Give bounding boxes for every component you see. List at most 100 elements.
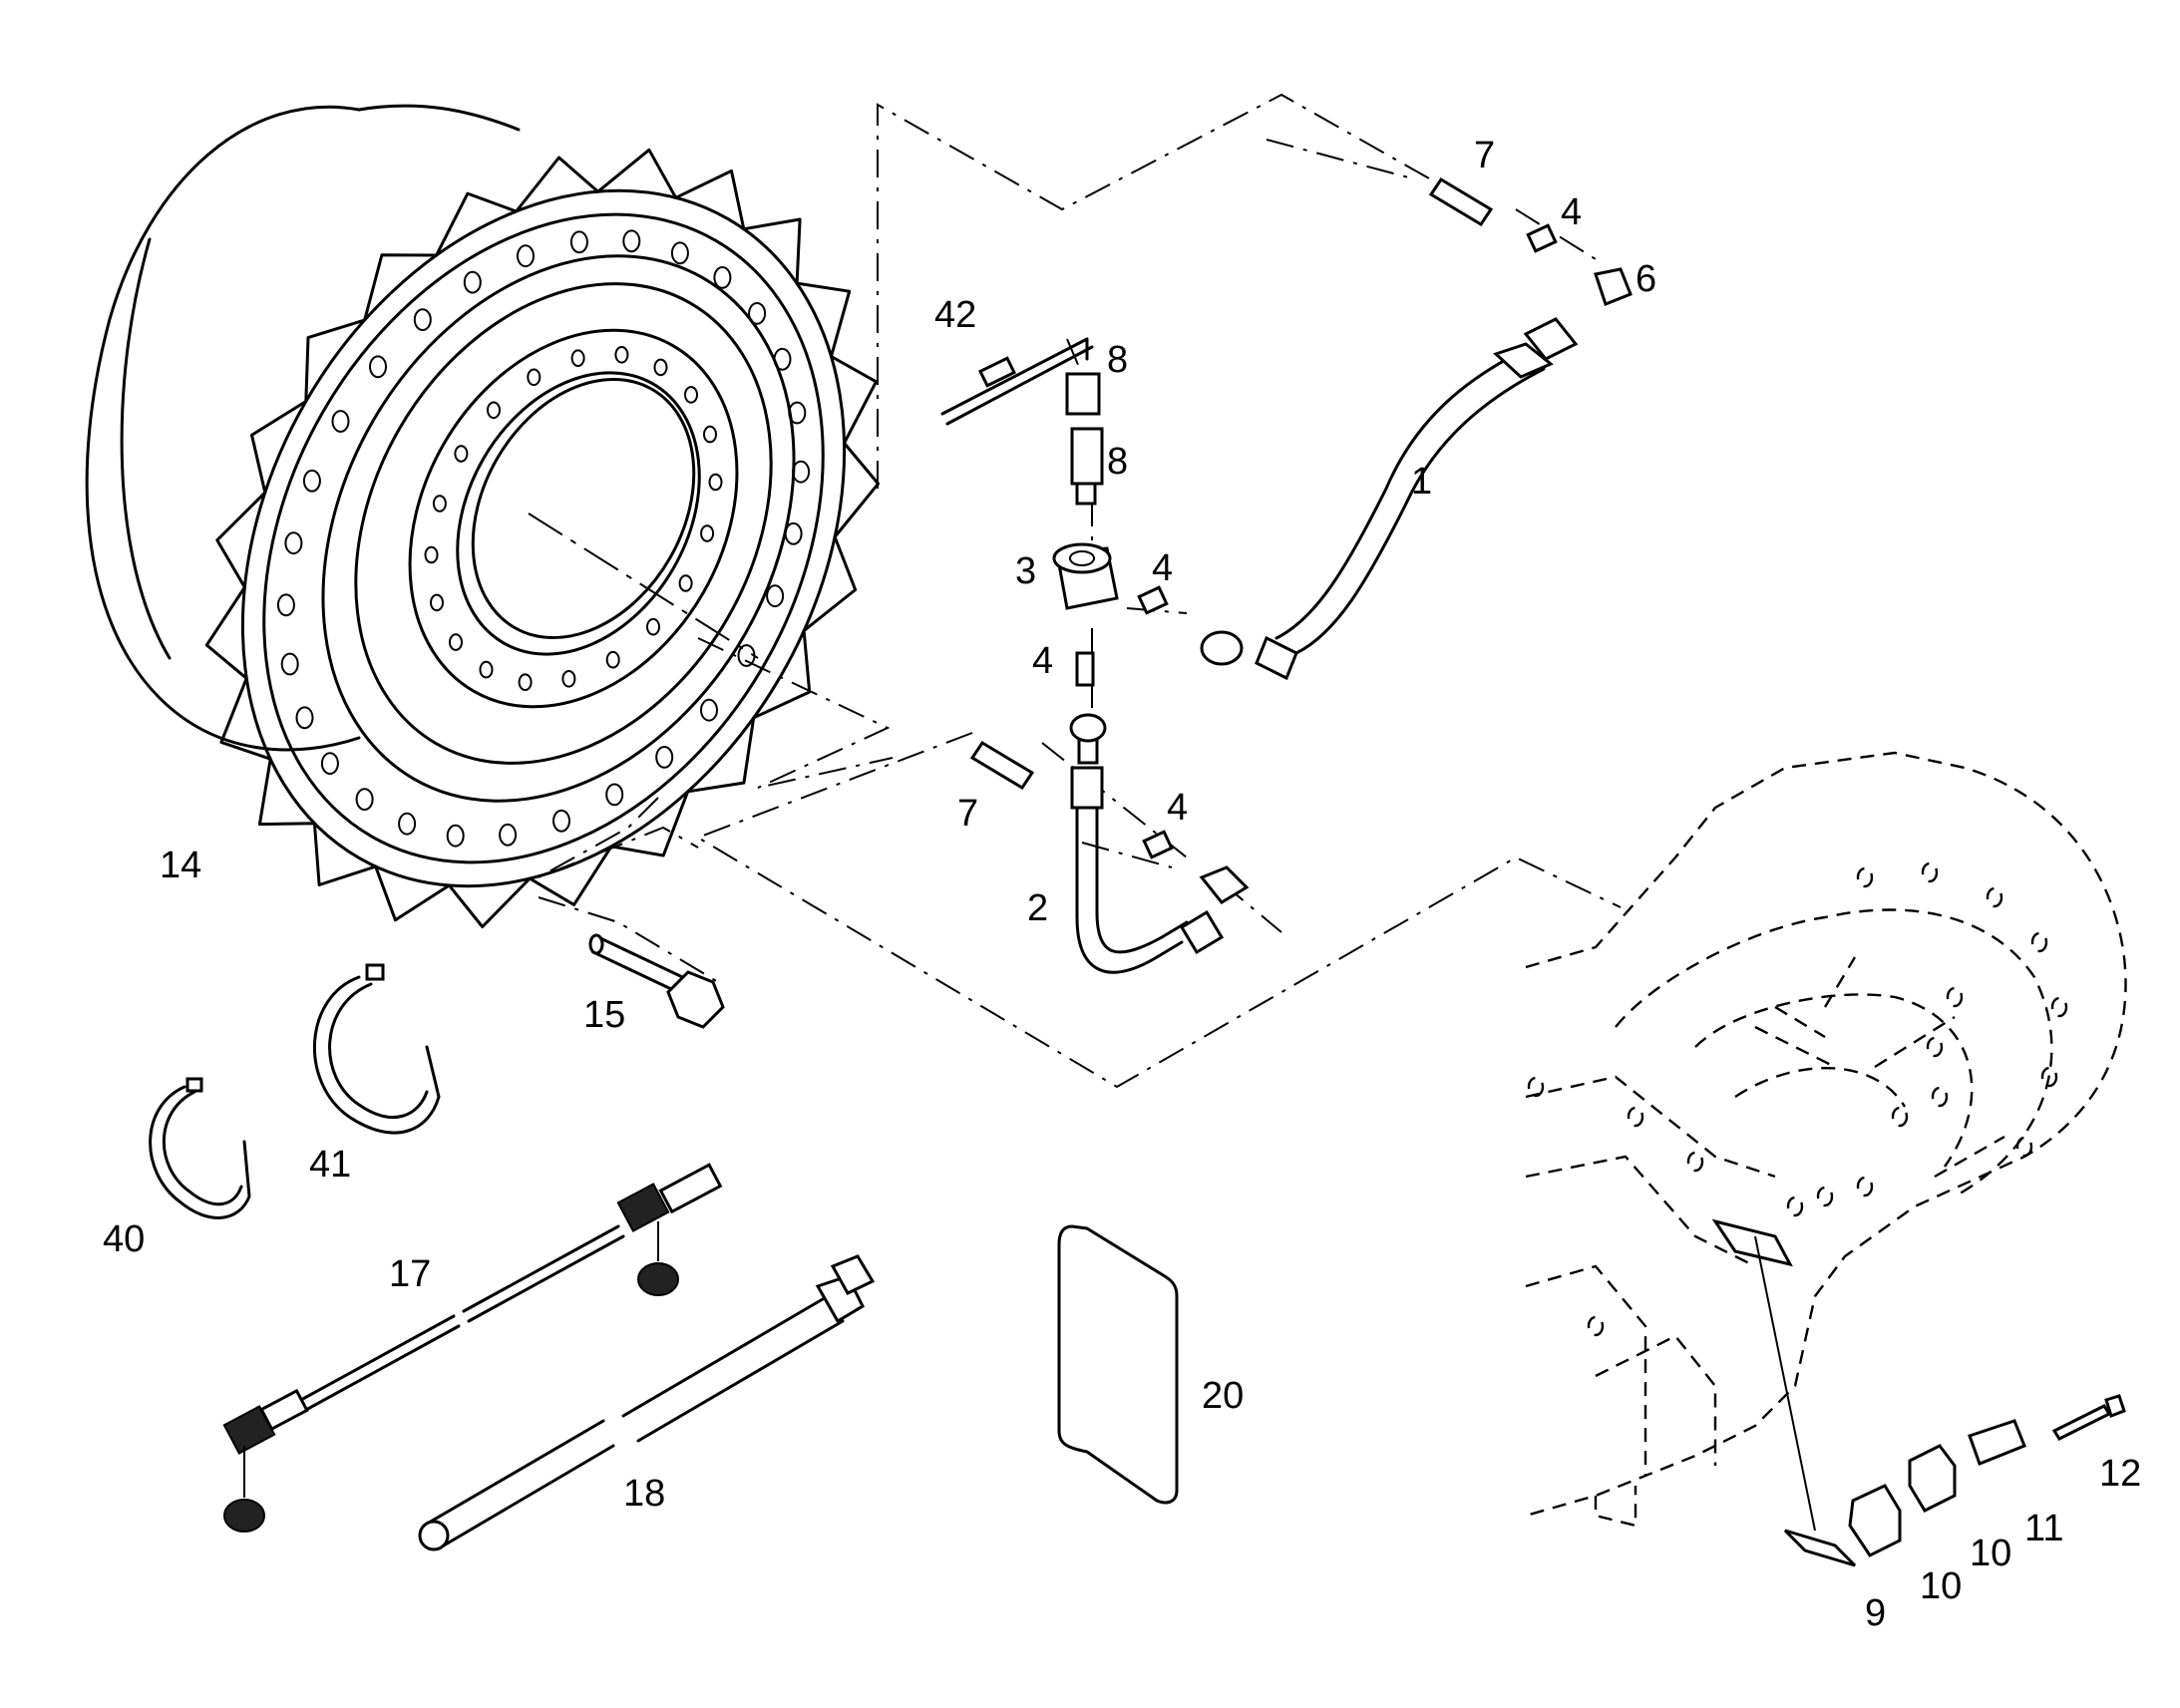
callout-10b: 10 (1970, 1533, 2011, 1574)
callout-1: 1 (1411, 461, 1432, 503)
callout-9: 9 (1865, 1592, 1886, 1634)
track-frame-hidden (1525, 751, 2127, 1528)
bolt-hole (413, 308, 432, 332)
frame-hole (1891, 1106, 1909, 1128)
part-17-test-hose (222, 1163, 723, 1533)
frame-hole (2050, 996, 2068, 1018)
bolt-hole (463, 270, 482, 294)
bolt-hole (295, 706, 314, 730)
frame-hole (1527, 1076, 1545, 1098)
bolt-hole (670, 241, 689, 265)
bolt-hole (398, 812, 417, 836)
frame-hole (1587, 1315, 1605, 1337)
parts-9-12-bracket (1754, 1235, 2126, 1567)
frame-hole (1926, 1036, 1944, 1058)
bolt-hole (355, 788, 374, 811)
frame-hole (1816, 1186, 1834, 1207)
frame-hole (1946, 986, 1964, 1008)
bolt-hole (713, 266, 732, 289)
bolt-hole (605, 783, 624, 807)
bolt-hole (784, 521, 803, 545)
callout-6: 6 (1635, 258, 1656, 300)
frame-hole (1856, 866, 1874, 888)
bolt-hole (320, 752, 339, 775)
callout-4d: 4 (1167, 787, 1188, 829)
bolt-hole (302, 469, 321, 493)
bolt-hole (569, 230, 588, 254)
frame-hole (1921, 861, 1939, 883)
part-41-clamp (312, 963, 441, 1135)
part-15-bolt (588, 933, 725, 1029)
bolt-hole (499, 823, 518, 847)
hose-2 (1069, 713, 1250, 974)
part-18-hose (418, 1254, 876, 1551)
frame-hole (2030, 931, 2048, 953)
bolt-hole (276, 593, 295, 617)
bolt-hole (284, 531, 303, 555)
callout-20: 20 (1202, 1375, 1244, 1417)
bolt-hole (454, 445, 469, 463)
fittings (940, 176, 1633, 859)
bolt-hole (561, 670, 576, 688)
bolt-hole (773, 347, 792, 371)
callout-3: 3 (1015, 550, 1036, 592)
frame-hole (2040, 1066, 2058, 1088)
bolt-hole (622, 229, 641, 253)
callout-labels: 1 2 3 4 4 4 4 6 7 7 8 8 9 10 10 11 12 14… (103, 135, 2141, 1634)
bolt-hole (708, 473, 723, 492)
callout-42: 42 (934, 294, 976, 336)
callout-15: 15 (583, 994, 625, 1036)
bolt-hole (748, 302, 767, 325)
bolt-hole (479, 660, 494, 679)
hose-1 (1200, 317, 1579, 681)
bolt-hole (527, 368, 542, 387)
frame-hole (2015, 1136, 2033, 1158)
bolt-hole (280, 652, 299, 676)
callout-2: 2 (1027, 887, 1048, 929)
bolt-hole (517, 244, 535, 268)
bolt-hole (446, 824, 465, 848)
bolt-hole (703, 425, 717, 444)
bolt-hole (430, 593, 444, 612)
bolt-hole (788, 401, 807, 425)
bolt-hole (766, 584, 785, 608)
bolt-hole (449, 633, 463, 651)
bolt-hole (605, 650, 620, 669)
frame-hole (1627, 1106, 1644, 1128)
bolt-hole (646, 617, 660, 636)
assembly-guide-lines (538, 93, 1622, 1089)
callout-11: 11 (2024, 1508, 2063, 1549)
part-40-clamp (149, 1077, 251, 1219)
bolt-hole (570, 349, 585, 368)
bolt-hole (487, 401, 501, 420)
callout-14: 14 (160, 845, 201, 886)
callout-4c: 4 (1032, 640, 1053, 682)
bolt-hole (369, 355, 387, 379)
callout-7a: 7 (1474, 135, 1495, 176)
bolt-hole (792, 460, 811, 484)
callout-10a: 10 (1920, 1565, 1962, 1607)
bolt-hole (678, 574, 693, 592)
bolt-hole (331, 410, 350, 433)
part-20-decal (1057, 1224, 1179, 1505)
callout-8a: 8 (1107, 339, 1128, 381)
bolt-hole (552, 809, 570, 833)
callout-17: 17 (389, 1253, 431, 1295)
frame-hole (1686, 1151, 1704, 1173)
bolt-hole (700, 698, 718, 722)
bolt-hole (518, 673, 533, 692)
bolt-hole (614, 346, 629, 364)
bolt-hole (684, 386, 698, 404)
frame-hole (1986, 886, 2003, 908)
callout-4a: 4 (1561, 191, 1582, 233)
frame-hole (1786, 1196, 1804, 1217)
bolt-hole (700, 524, 715, 542)
callout-4b: 4 (1152, 547, 1173, 589)
callout-7b: 7 (957, 793, 978, 835)
frame-hole (1856, 1176, 1874, 1197)
frame-hole (1931, 1086, 1949, 1108)
bolt-hole (424, 545, 439, 564)
bolt-hole (432, 495, 447, 512)
callout-41: 41 (309, 1144, 351, 1186)
